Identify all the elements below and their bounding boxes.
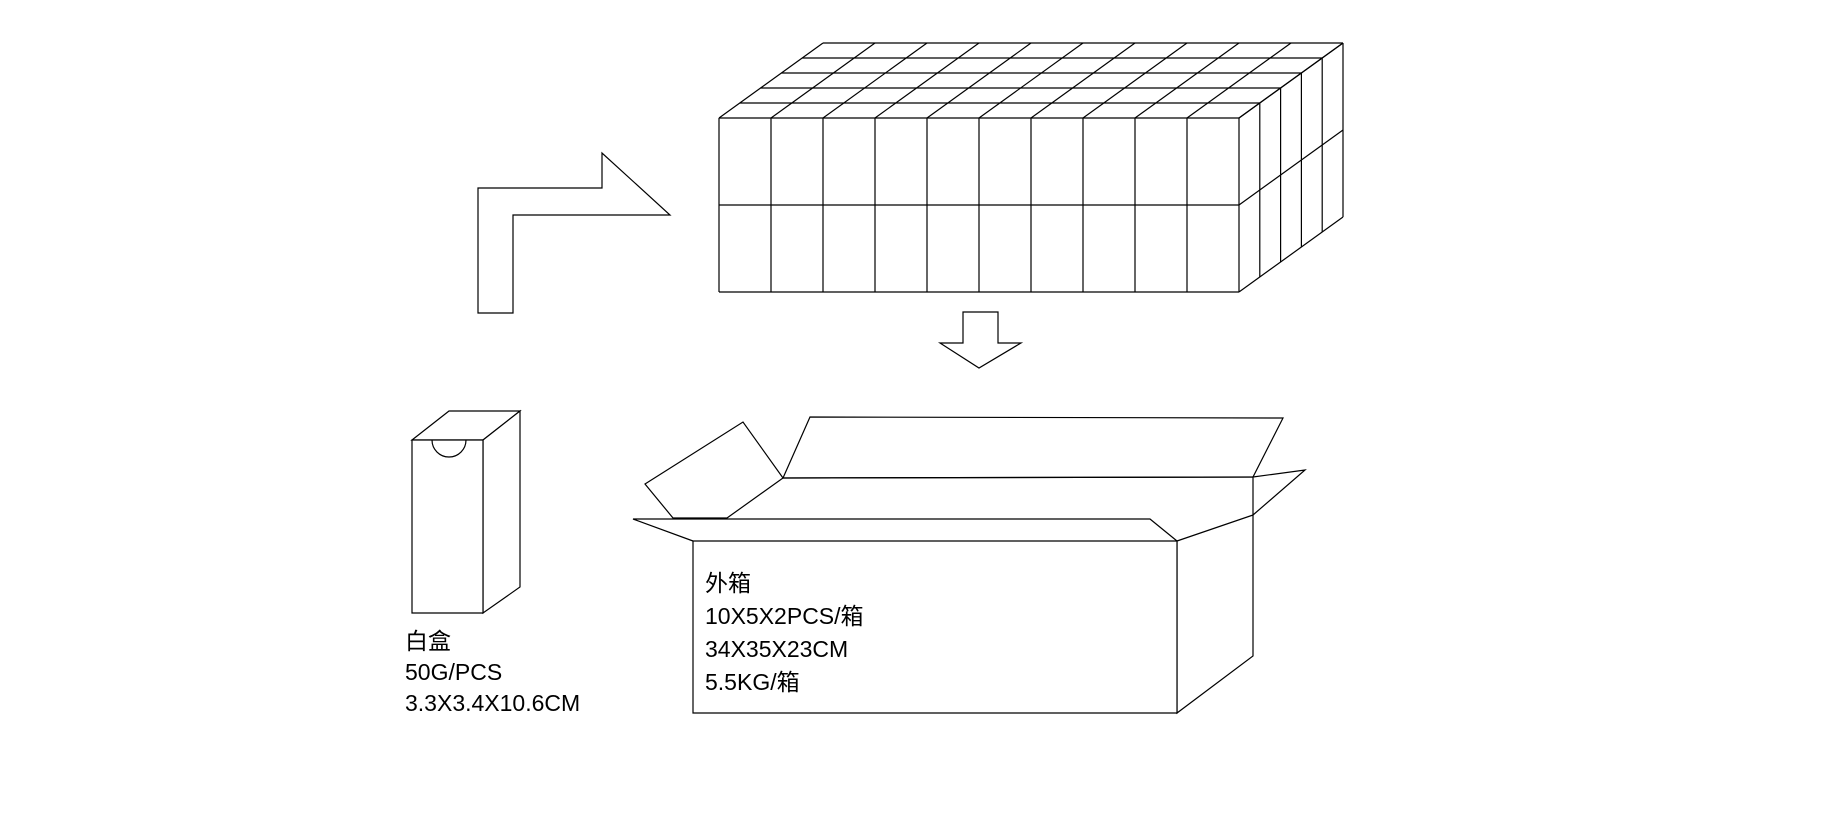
stack-grid-line (1082, 42, 1188, 119)
stack-grid-line (926, 42, 1032, 119)
bent-arrow-icon (477, 151, 672, 314)
carton-front-rim-strip (632, 518, 1178, 542)
unit-box-thumb-notch (431, 439, 467, 458)
carton-right-flap (1252, 469, 1307, 517)
carton-front-face (692, 540, 1178, 714)
carton-label: 外箱 10X5X2PCS/箱 34X35X23CM 5.5KG/箱 (705, 567, 864, 699)
carton-weight: 5.5KG/箱 (705, 669, 800, 695)
carton-title: 外箱 (705, 570, 751, 596)
packed-stack-drawing (718, 42, 1344, 293)
stack-grid-line (1134, 42, 1240, 119)
unit-box-label: 白盒 50G/PCS 3.3X3.4X10.6CM (405, 626, 580, 719)
carton-side-face (1176, 514, 1254, 715)
unit-box-dimensions: 3.3X3.4X10.6CM (405, 690, 581, 716)
stack-grid-line (1030, 42, 1136, 119)
stack-grid-line (1238, 129, 1344, 206)
carton-packing: 10X5X2PCS/箱 (705, 603, 864, 629)
unit-box-front-face (411, 439, 484, 614)
unit-box-side-face (482, 409, 521, 615)
stack-grid-line (1238, 42, 1344, 119)
stack-grid-line (718, 42, 824, 119)
down-arrow-icon (937, 311, 1024, 369)
unit-box-weight: 50G/PCS (405, 659, 503, 685)
stack-grid-line (770, 42, 876, 119)
carton-drawing (632, 416, 1307, 715)
stack-grid-line (874, 42, 980, 119)
carton-dimensions: 34X35X23CM (705, 636, 849, 662)
carton-left-flap (644, 421, 784, 519)
stack-grid-line (822, 42, 928, 119)
unit-box-title: 白盒 (405, 628, 451, 654)
stack-grid-line (1186, 42, 1292, 119)
stack-grid-line (1238, 216, 1344, 293)
carton-back-flap (782, 416, 1284, 479)
carton-back-rim-edge (782, 476, 1254, 479)
unit-box-drawing (410, 409, 522, 615)
stack-grid-line (978, 42, 1084, 119)
